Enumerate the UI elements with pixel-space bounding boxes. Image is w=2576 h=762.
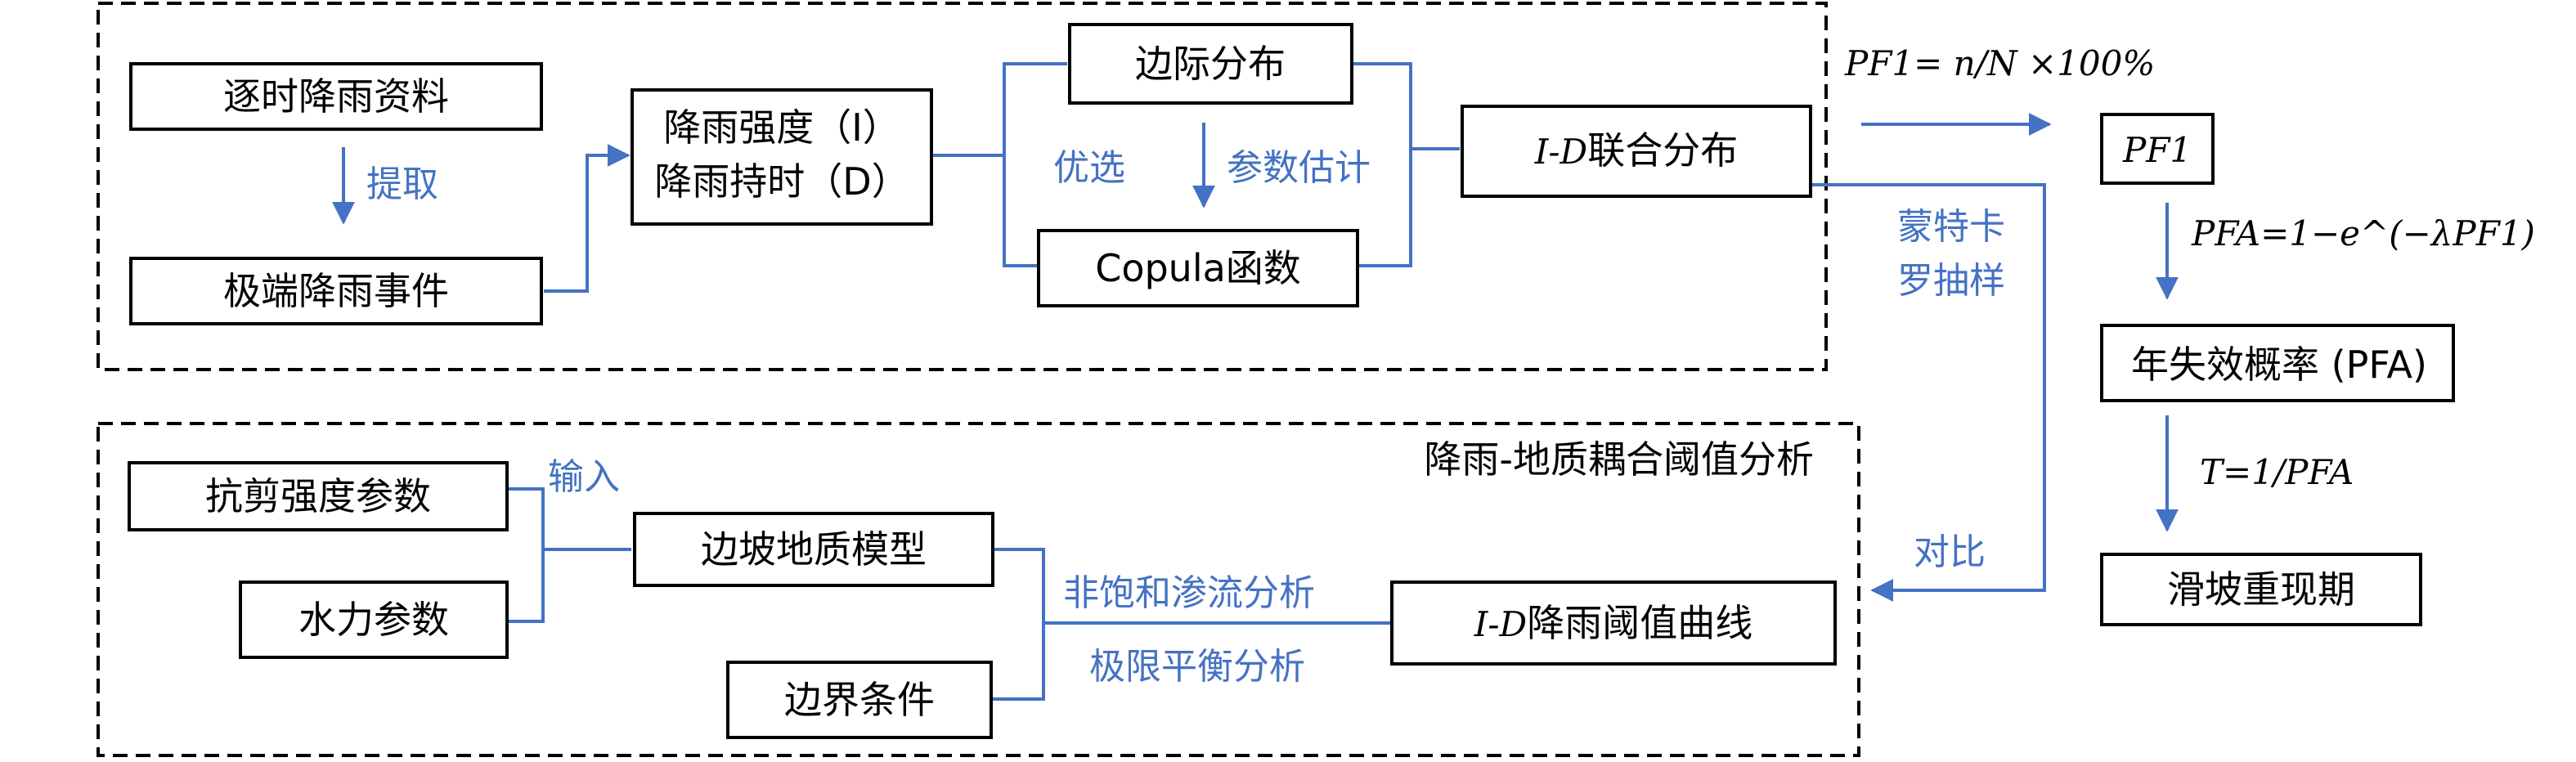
- intensity-duration-box: [631, 88, 933, 226]
- boundary-box: [726, 661, 993, 739]
- boundary-label: 边界条件: [784, 678, 935, 722]
- monte-carlo-line1: 蒙特卡: [1897, 206, 2005, 248]
- param-est-label: 参数估计: [1227, 147, 1371, 189]
- copula-label: Copula函数: [1095, 246, 1301, 290]
- annual-failure-label: 年失效概率 (PFA): [2131, 343, 2427, 387]
- shear-label: 抗剪强度参数: [205, 474, 431, 518]
- compare-label: 对比: [1914, 531, 1986, 573]
- formula-pf1: PF1= n/N ×100%: [1844, 43, 2155, 83]
- slope-model-label: 边坡地质模型: [701, 527, 927, 572]
- connectors: [332, 62, 2179, 701]
- threshold-prefix: I-D: [1474, 604, 1527, 644]
- joint-dist-box: [1461, 105, 1812, 198]
- slope-model-box: [633, 512, 994, 587]
- select-label: 优选: [1053, 147, 1125, 189]
- formula-pfa: PFA=1−e^(−λPF1): [2191, 213, 2535, 253]
- recurrence-label: 滑坡重现期: [2167, 567, 2355, 612]
- hydraulic-box: [239, 580, 509, 659]
- input-label: 输入: [548, 456, 620, 498]
- threshold-curve-box: [1390, 580, 1837, 666]
- extract-label: 提取: [366, 164, 438, 205]
- joint-dist-label: I-D联合分布: [1534, 128, 1738, 173]
- marginal-label: 边际分布: [1135, 42, 1286, 86]
- recurrence-box: [2100, 553, 2422, 626]
- joint-prefix: I-D: [1534, 132, 1587, 172]
- copula-box: [1037, 229, 1359, 307]
- pf1-box-label: PF1: [2122, 130, 2192, 170]
- monte-carlo-line2: 罗抽样: [1897, 260, 2005, 302]
- duration-label: 降雨持时（D）: [654, 159, 909, 204]
- extreme-events-box: [129, 257, 543, 325]
- annual-failure-box: [2100, 324, 2455, 402]
- limit-eq-label: 极限平衡分析: [1089, 646, 1305, 688]
- hydraulic-label: 水力参数: [298, 598, 449, 642]
- unsat-label: 非饱和渗流分析: [1063, 572, 1315, 614]
- extreme-events-label: 极端降雨事件: [223, 269, 449, 313]
- rainfall-data-label: 逐时降雨资料: [223, 74, 449, 119]
- marginal-box: [1068, 23, 1353, 105]
- pf1-box: [2100, 113, 2215, 185]
- threshold-curve-label: I-D降雨阈值曲线: [1474, 601, 1752, 645]
- formula-t: T=1/PFA: [2200, 452, 2354, 492]
- joint-text: 联合分布: [1587, 128, 1738, 173]
- threshold-text: 降雨阈值曲线: [1527, 601, 1752, 645]
- bottom-panel-frame: [96, 422, 1860, 757]
- rainfall-data-box: [129, 62, 543, 131]
- intensity-label: 降雨强度（I）: [663, 105, 900, 150]
- shear-box: [128, 461, 509, 531]
- bottom-panel-title: 降雨-地质耦合阈值分析: [1424, 437, 1814, 482]
